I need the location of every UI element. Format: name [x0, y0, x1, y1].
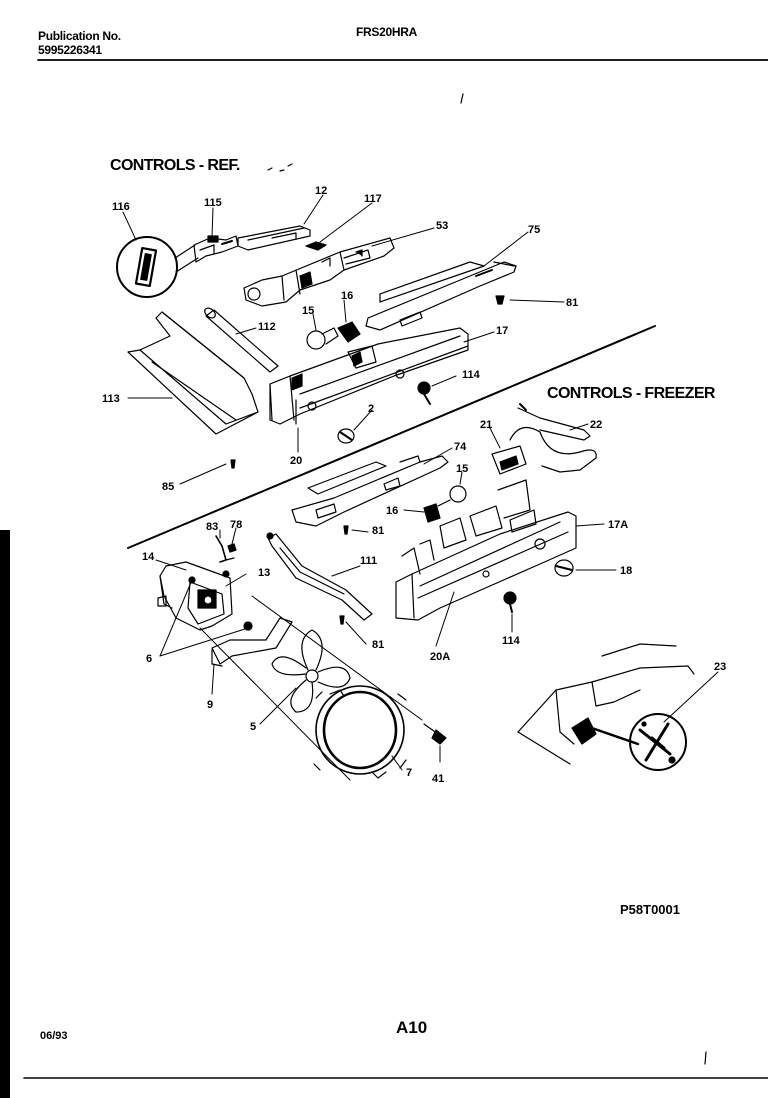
callout-81-freezer-b: 81 [372, 639, 384, 651]
callout-75: 75 [528, 224, 540, 236]
part-21-thermostat [491, 426, 541, 475]
callout-20A: 20A [430, 651, 450, 663]
part-22-capillary [517, 403, 597, 473]
part-41-screw [423, 723, 447, 745]
callout-17A: 17A [608, 519, 628, 531]
callout-14: 14 [142, 551, 155, 563]
part-6-9-mount-bracket [211, 617, 293, 667]
part-12-bracket [237, 225, 311, 251]
part-18-knob [554, 559, 574, 577]
callout-41: 41 [432, 773, 444, 785]
stray-mark [704, 1051, 707, 1065]
callout-21: 21 [480, 419, 492, 431]
part-81-screw-ref [495, 295, 505, 305]
publication-label: Publication No. [38, 29, 121, 43]
callout-114-freezer: 114 [502, 635, 521, 647]
callout-116: 116 [112, 201, 130, 213]
part-15-lamp-ref [306, 327, 339, 350]
section-title-ref: CONTROLS - REF. [110, 157, 240, 174]
part-81-screw-freezer-b [339, 615, 345, 625]
part-74-plate [291, 455, 449, 527]
section-title-freezer: CONTROLS - FREEZER [547, 385, 715, 402]
page-number: A10 [396, 1018, 428, 1037]
callout-17: 17 [496, 325, 508, 337]
part-117-clip [305, 241, 327, 251]
callout-16-ref: 16 [341, 290, 353, 302]
model-number: FRS20HRA [356, 25, 417, 39]
part-2-knob [337, 428, 355, 444]
part-14-13-motor-bracket [157, 561, 233, 631]
callout-6: 6 [146, 653, 152, 665]
callout-113: 113 [102, 393, 120, 405]
callout-81-ref: 81 [566, 297, 578, 309]
assembly-centerline [199, 627, 351, 781]
part-5-fan-blade [271, 629, 351, 713]
stray-mark [460, 93, 464, 104]
part-23-cabinet-detail [517, 643, 695, 771]
callout-117: 117 [364, 193, 382, 205]
callout-112: 112 [258, 321, 276, 333]
part-83-78-clips [215, 535, 237, 563]
leader-lines [122, 194, 719, 771]
callout-16-freezer: 16 [386, 505, 398, 517]
page-edge-shadow [0, 530, 10, 1098]
callout-15-freezer: 15 [456, 463, 468, 475]
section-divider-line [127, 325, 656, 549]
callout-114-ref: 114 [462, 369, 481, 381]
callout-7: 7 [406, 767, 412, 779]
part-17-20-control-housing [269, 327, 469, 425]
callout-5: 5 [250, 721, 256, 733]
footer-date: 06/93 [40, 1030, 68, 1042]
callout-85: 85 [162, 481, 174, 493]
callout-22: 22 [590, 419, 602, 431]
publication-number: 5995226341 [38, 43, 102, 57]
assembly-centerline [251, 595, 423, 721]
callout-15-ref: 15 [302, 305, 314, 317]
callout-12: 12 [315, 185, 327, 197]
part-7-fan-shroud [313, 685, 407, 779]
part-81-screw-freezer-a [343, 525, 349, 535]
callout-53: 53 [436, 220, 448, 232]
callout-18: 18 [620, 565, 632, 577]
callout-74: 74 [454, 441, 467, 453]
part-16-socket-ref [337, 321, 363, 367]
callout-13: 13 [258, 567, 270, 579]
part-75-plate [365, 261, 517, 331]
callout-111: 111 [360, 555, 377, 567]
part-114-screw-ref [417, 381, 431, 405]
callout-23: 23 [714, 661, 726, 673]
part-112-tube [204, 307, 279, 373]
part-116-detail [116, 236, 199, 298]
callout-20: 20 [290, 455, 302, 467]
part-17A-20A-control-housing [395, 479, 577, 621]
part-114-screw-freezer [503, 591, 517, 613]
callout-2: 2 [368, 403, 374, 415]
part-111-strap [266, 532, 373, 621]
part-53-housing [243, 237, 395, 307]
part-15-lamp-freezer [437, 485, 467, 507]
callout-78: 78 [230, 519, 242, 531]
part-113-tray [127, 311, 259, 435]
callout-83: 83 [206, 521, 218, 533]
callout-labels: 116 115 12 117 53 75 81 16 15 112 17 113… [102, 185, 726, 785]
callout-81-freezer-a: 81 [372, 525, 384, 537]
callout-115: 115 [204, 197, 222, 209]
callout-9: 9 [207, 699, 213, 711]
part-16-socket-freezer [423, 503, 441, 523]
stray-mark [267, 163, 293, 172]
part-85-screw [230, 459, 236, 469]
drawing-id: P58T0001 [620, 902, 680, 917]
part-115-bracket [193, 235, 239, 263]
